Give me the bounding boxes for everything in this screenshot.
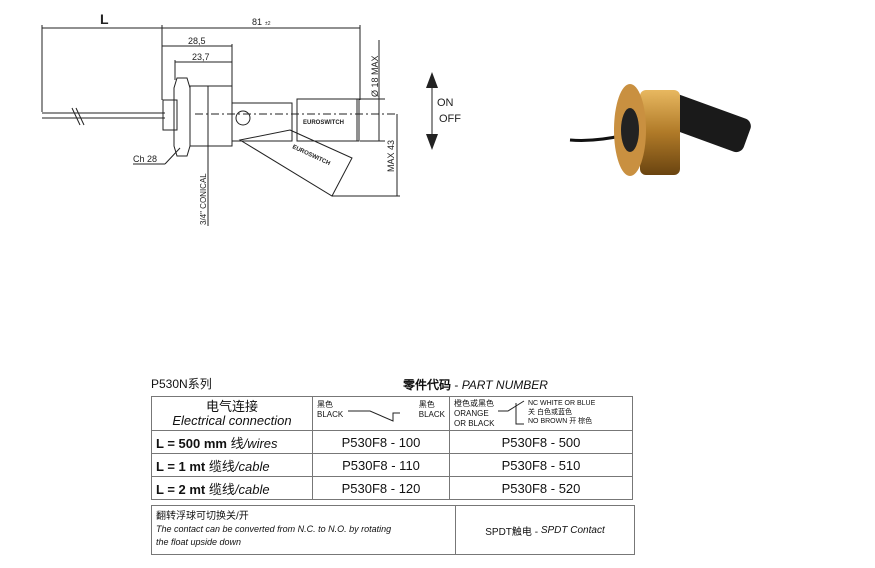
dim-diameter: Ø 18 MAX bbox=[370, 55, 380, 97]
brand-label: EUROSWITCH bbox=[303, 120, 344, 126]
col2-left-en2: OR BLACK bbox=[454, 419, 495, 428]
note-box: 翻转浮球可切换关/开 The contact can be converted … bbox=[151, 505, 635, 555]
product-photo bbox=[569, 84, 751, 176]
part-number-title-en: PART NUMBER bbox=[461, 378, 548, 392]
note-en1: The contact can be converted from N.C. t… bbox=[156, 524, 392, 534]
dim-total-tol: ±2 bbox=[265, 21, 271, 27]
header-cn: 电气连接 bbox=[205, 398, 258, 414]
length-cn: 缆线 bbox=[208, 481, 235, 497]
col2-nc: NC WHITE OR BLUE bbox=[528, 400, 596, 407]
length: L = 2 mt bbox=[156, 481, 206, 497]
length-cn: 线 bbox=[230, 435, 244, 451]
wiring-symbol-2 bbox=[498, 400, 525, 425]
length-en: /cable bbox=[234, 458, 270, 474]
brand-label-float: EUROSWITCH bbox=[291, 144, 331, 167]
series-title: P530N系列 bbox=[151, 377, 212, 391]
part-number: P530F8 - 520 bbox=[449, 476, 633, 500]
wiring-symbol-1 bbox=[348, 410, 400, 422]
contact-en: SPDT Contact bbox=[540, 524, 605, 536]
length-cell: L = 2 mt 缆线/cable bbox=[151, 476, 313, 500]
part-number: P530F8 - 100 bbox=[312, 430, 450, 454]
header-en: Electrical connection bbox=[172, 412, 292, 428]
part-number: P530F8 - 110 bbox=[312, 453, 450, 477]
part-number-title-cn: 零件代码 bbox=[403, 378, 452, 392]
col1-left-en: BLACK bbox=[317, 410, 344, 419]
length: L = 1 mt bbox=[156, 458, 206, 474]
dim-L: L bbox=[100, 11, 109, 27]
col1-right-cn: 黑色 bbox=[418, 400, 435, 409]
col2-no: NO BROWN 开 棕色 bbox=[528, 418, 593, 425]
dim-285: 28,5 bbox=[188, 36, 206, 46]
technical-drawing: L 81 ±2 28,5 23,7 Ø 18 MAX MAX 43 Ch 28 … bbox=[41, 11, 461, 226]
col1-right-en: BLACK bbox=[418, 410, 445, 419]
col2-nc-cn: 关 白色或蓝色 bbox=[528, 409, 572, 416]
part-number: P530F8 - 500 bbox=[449, 430, 633, 454]
hex-label: Ch 28 bbox=[133, 154, 157, 164]
dim-total: 81 bbox=[252, 17, 262, 27]
thread-label: 3/4" CONICAL bbox=[199, 173, 208, 225]
length-en: /wires bbox=[243, 435, 278, 451]
dim-237: 23,7 bbox=[192, 52, 210, 62]
length-en: /cable bbox=[234, 481, 270, 497]
contact-type: SPDT触电 - SPDT Contact bbox=[456, 506, 634, 554]
off-label: OFF bbox=[439, 113, 461, 125]
length-cell: L = 500 mm 线/wires bbox=[151, 430, 313, 454]
dim-max43: MAX 43 bbox=[386, 140, 396, 172]
note-en2: the float upside down bbox=[156, 537, 242, 547]
col2-left-cn: 橙色或黑色 bbox=[454, 399, 494, 408]
on-label: ON bbox=[437, 97, 454, 109]
contact-cn: SPDT触电 - bbox=[485, 526, 539, 538]
part-number: P530F8 - 510 bbox=[449, 453, 633, 477]
part-number: P530F8 - 120 bbox=[312, 476, 450, 500]
part-number-title: 零件代码 - PART NUMBER bbox=[403, 378, 548, 392]
note-text: 翻转浮球可切换关/开 The contact can be converted … bbox=[152, 506, 456, 554]
length: L = 500 mm bbox=[156, 435, 227, 451]
length-cell: L = 1 mt 缆线/cable bbox=[151, 453, 313, 477]
col1-left-cn: 黑色 bbox=[317, 400, 333, 409]
col2-left-en1: ORANGE bbox=[454, 409, 489, 418]
length-cn: 缆线 bbox=[208, 458, 235, 474]
note-cn: 翻转浮球可切换关/开 bbox=[156, 511, 249, 522]
